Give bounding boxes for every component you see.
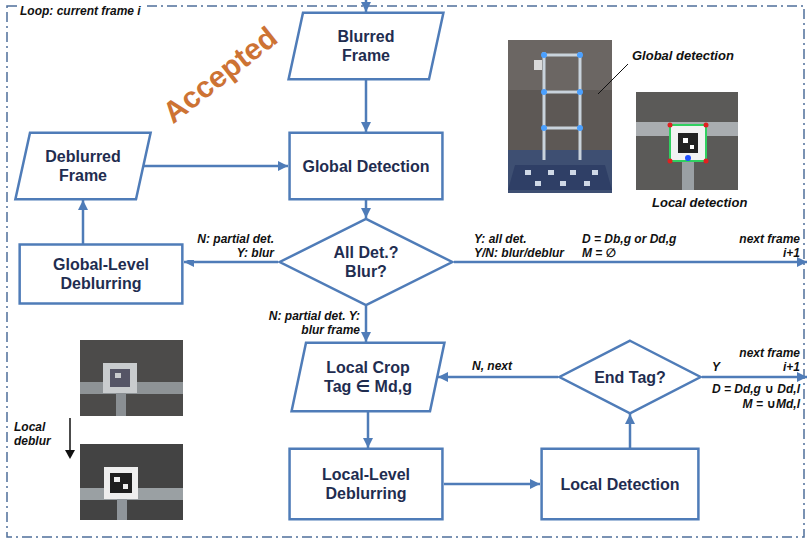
- process-box: Global Detection: [288, 132, 444, 200]
- flow-arrow: [367, 412, 370, 448]
- decision-diamond: All Det.? Blur?: [278, 218, 454, 306]
- annotation-label: M = ∅: [582, 246, 616, 260]
- entry-arrow: [365, 0, 368, 12]
- annotation-label: Loop: current frame i: [18, 3, 146, 19]
- annotation-label: Local deblur: [14, 420, 66, 448]
- shape-outline: [542, 449, 699, 520]
- annotation-label: D = Db,g or Dd,g: [582, 232, 676, 246]
- node-text: Global Detection: [302, 157, 429, 176]
- data-parallelogram: Deblurred Frame: [14, 132, 152, 200]
- shape-outline: [278, 218, 454, 306]
- shape-outline: [14, 132, 152, 200]
- annotation-label: M = ∪Md,l: [743, 397, 800, 411]
- annotation-label: Y: [712, 360, 720, 374]
- shape-outline: [288, 448, 444, 520]
- shape-outline: [290, 133, 443, 200]
- annotation-label: Y/N: blur/deblur: [474, 246, 564, 260]
- edge-label: N: partial det. Y: blur frame: [260, 309, 360, 337]
- node-text: Global-Level Deblurring: [28, 255, 174, 293]
- node-text: Local Crop Tag ∈ Md,g: [312, 358, 424, 396]
- shape-outline: [20, 245, 183, 304]
- shape-outline: [287, 12, 445, 80]
- flow-arrow: [438, 376, 558, 379]
- node-text: Local-Level Deblurring: [298, 465, 434, 503]
- edge-label: N: partial det. Y: blur: [188, 232, 274, 260]
- decision-diamond: End Tag?: [558, 340, 702, 414]
- edge-label: N, next: [472, 359, 542, 373]
- node-text: End Tag?: [594, 368, 666, 387]
- data-parallelogram: Local Crop Tag ∈ Md,g: [290, 342, 446, 412]
- annotation-label: next frame i+1: [722, 232, 800, 260]
- shape-outline: [18, 244, 184, 304]
- node-text: All Det.? Blur?: [318, 243, 414, 281]
- flow-arrow: [365, 306, 368, 342]
- shape-outline: [289, 13, 444, 80]
- shape-outline: [559, 341, 700, 414]
- exit-arrow: [702, 376, 807, 379]
- deblur-direction-arrowhead: [65, 450, 75, 459]
- local-detection-photo: [636, 92, 738, 190]
- shape-outline: [290, 342, 446, 412]
- flow-arrow: [365, 200, 368, 218]
- process-box: Local Detection: [540, 448, 700, 520]
- shape-outline: [15, 133, 150, 200]
- leader-line: [598, 64, 628, 94]
- node-text: Deblurred Frame: [36, 147, 130, 185]
- process-box: Local-Level Deblurring: [288, 448, 444, 520]
- flow-arrow: [365, 80, 368, 132]
- annotation-label: next frame i+1: [722, 346, 800, 374]
- node-text: Blurred Frame: [321, 27, 411, 65]
- node-text: Local Detection: [560, 475, 679, 494]
- deblurred-crop-photo: [80, 444, 183, 520]
- process-box: Global-Level Deblurring: [18, 244, 184, 304]
- blurred-crop-photo: [80, 340, 183, 416]
- flow-arrow: [444, 483, 540, 486]
- annotation-label: D = Dd,g ∪ Dd,l: [712, 382, 800, 396]
- loop-border: [7, 6, 804, 537]
- data-parallelogram: Blurred Frame: [287, 12, 445, 80]
- shape-outline: [280, 219, 452, 305]
- annotation-label: Local detection: [652, 195, 747, 211]
- shape-outline: [292, 343, 445, 412]
- exit-arrow: [454, 261, 807, 264]
- flow-arrow: [82, 200, 85, 244]
- watermark: Accepted: [154, 19, 285, 132]
- annotation-label: Global detection: [632, 48, 734, 64]
- flow-arrow: [144, 165, 288, 168]
- flow-arrow: [629, 414, 632, 448]
- annotation-label: Y: all det.: [474, 232, 527, 246]
- global-detection-photo: [508, 40, 612, 193]
- flow-arrow: [184, 261, 278, 264]
- shape-outline: [290, 449, 443, 520]
